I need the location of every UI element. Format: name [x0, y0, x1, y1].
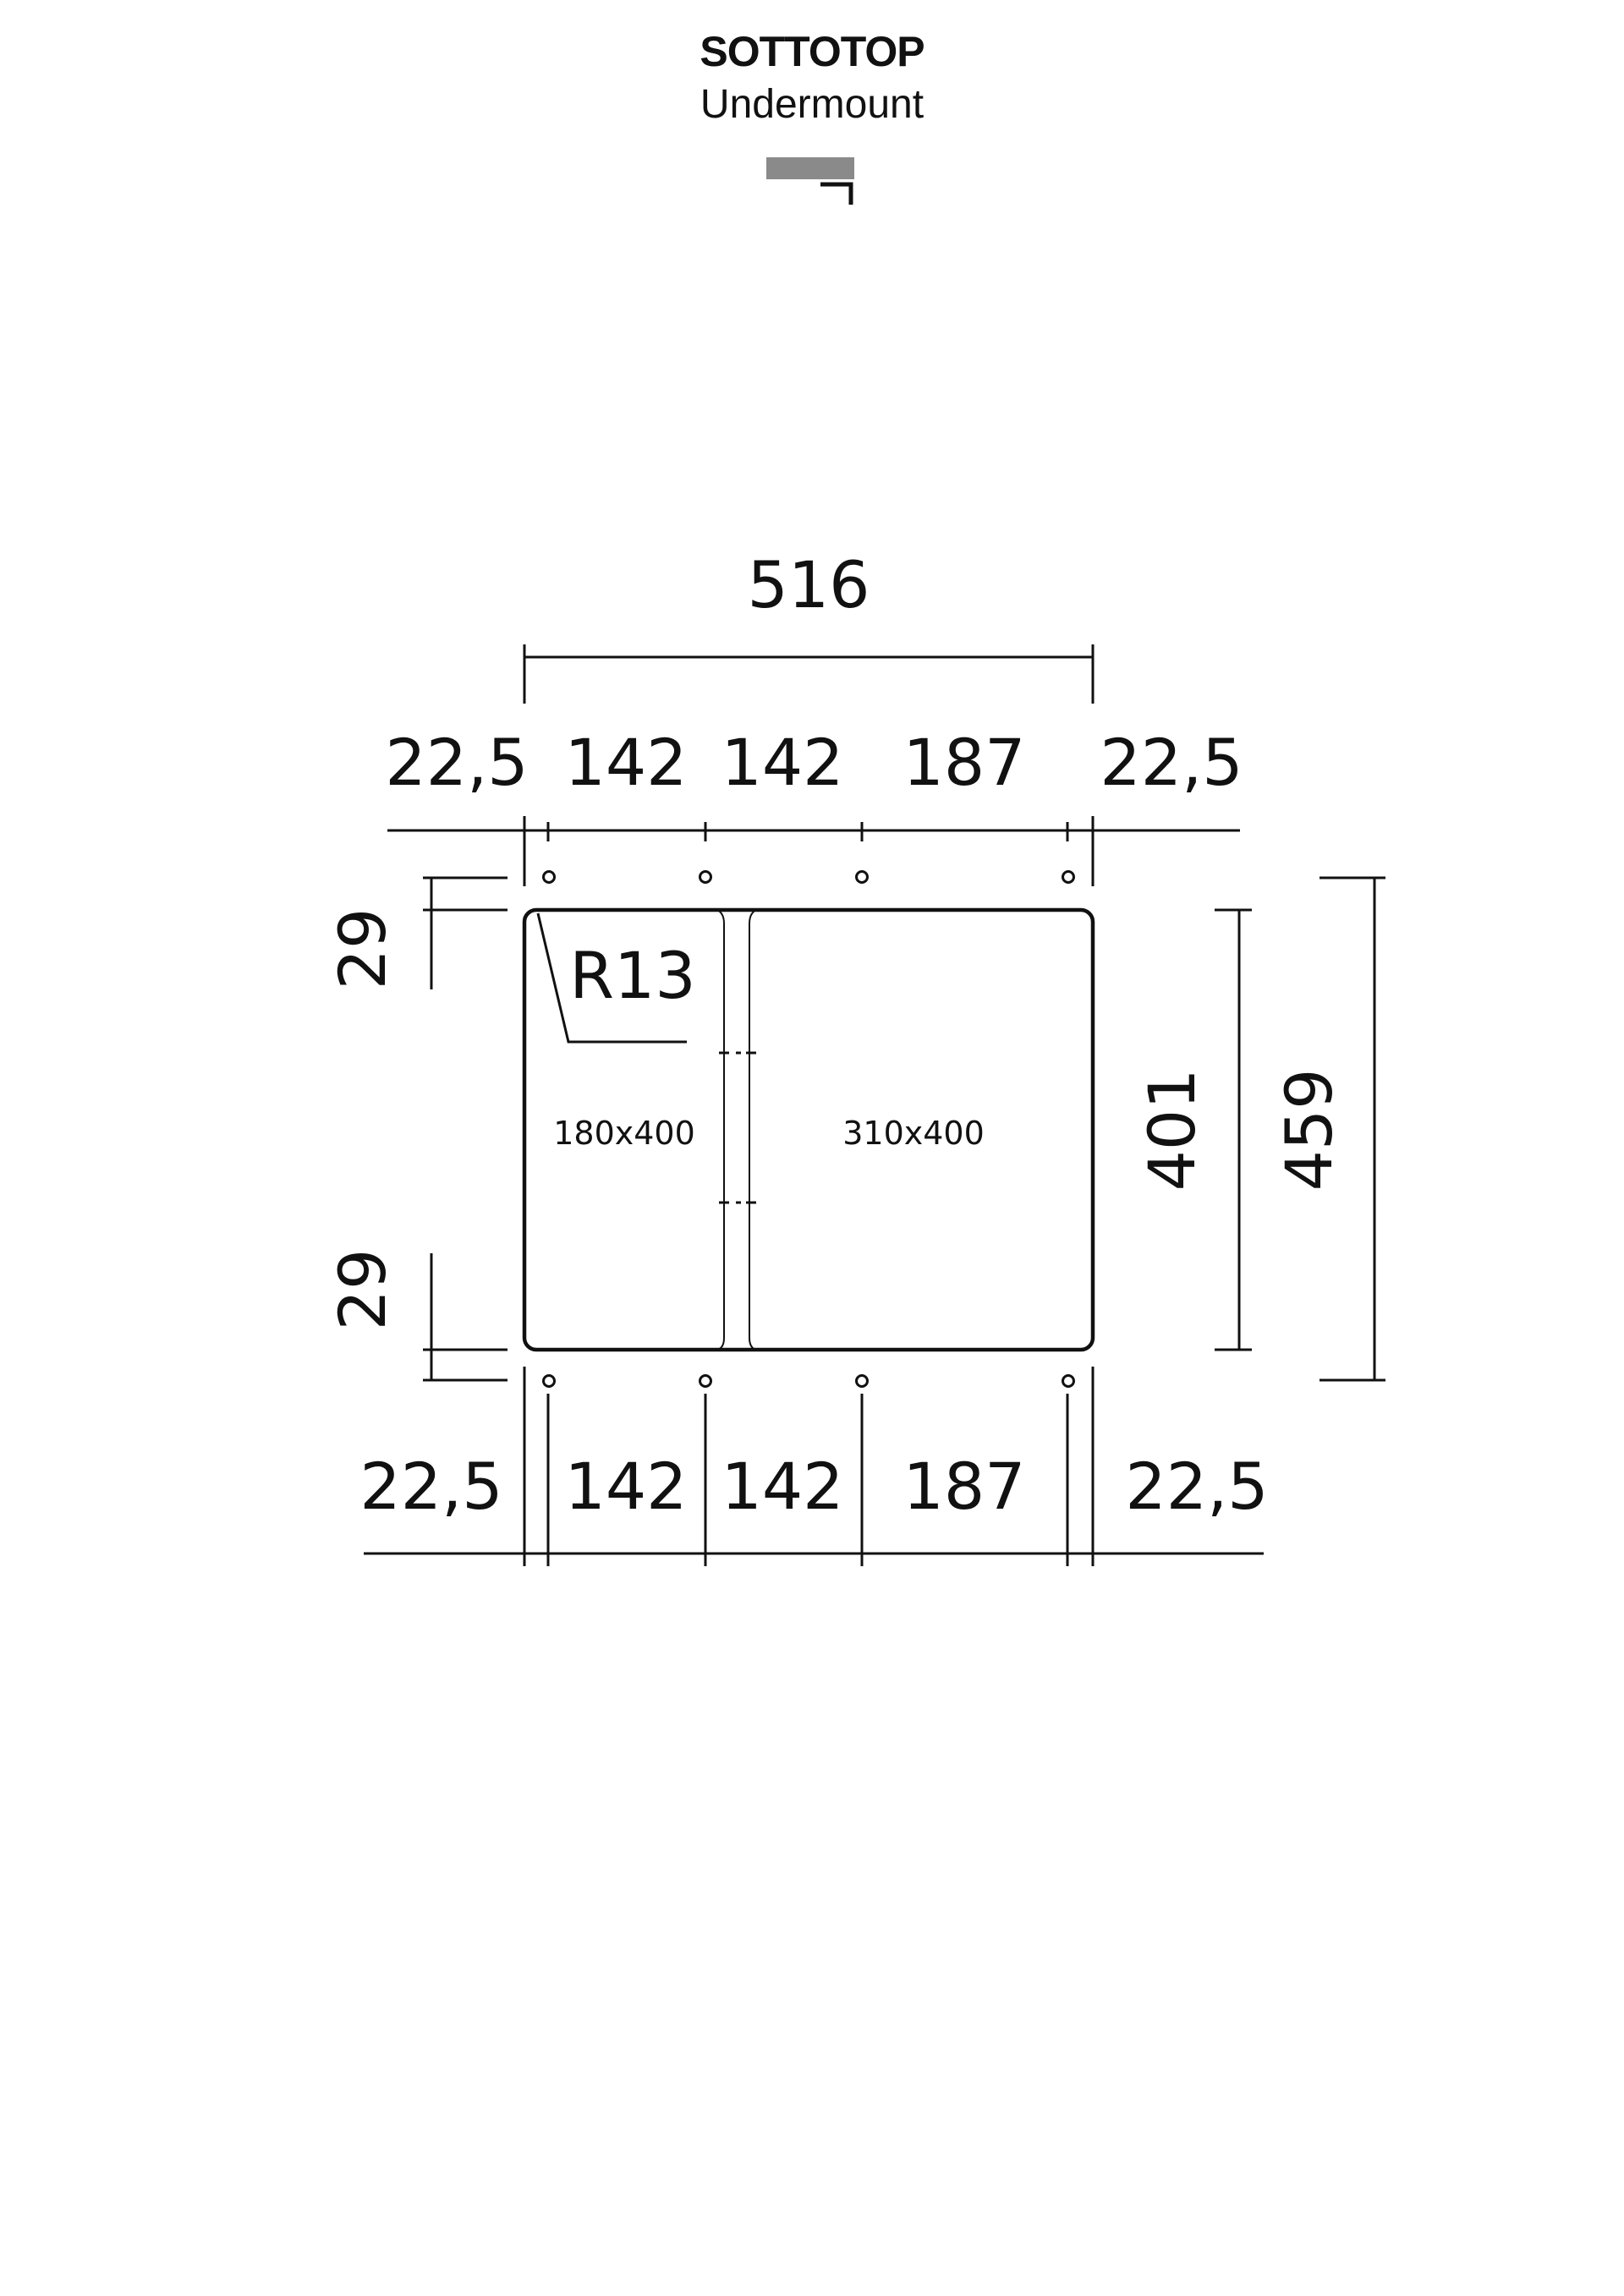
overall-width-label: 516 [747, 547, 870, 622]
top-segment-label-4: 187 [903, 725, 1025, 800]
left-bottom-offset-label: 29 [325, 1249, 400, 1331]
left-top-offset-label: 29 [325, 908, 400, 990]
inner-height-label: 401 [1134, 1068, 1210, 1191]
page-title: SOTTOTOP [700, 28, 924, 75]
bowl-large-size: 310x400 [842, 1115, 985, 1152]
bottom-segment-label-4: 187 [903, 1449, 1025, 1524]
bottom-segment-label-3: 142 [721, 1449, 843, 1524]
overall-height-label: 459 [1271, 1068, 1347, 1191]
page-subtitle: Undermount [700, 82, 924, 127]
bowl-small-size: 180x400 [553, 1115, 695, 1152]
top-segment-label-5: 22,5 [1100, 725, 1243, 800]
bottom-segment-label-1: 22,5 [359, 1449, 502, 1524]
top-segment-label-2: 142 [564, 725, 687, 800]
radius-label: R13 [569, 938, 696, 1013]
header: SOTTOTOP Undermount [0, 0, 1624, 220]
bottom-segment-label-2: 142 [564, 1449, 687, 1524]
top-segment-label-1: 22,5 [385, 725, 528, 800]
undermount-profile-icon [766, 157, 854, 205]
bottom-segment-label-5: 22,5 [1125, 1449, 1268, 1524]
top-segment-label-3: 142 [721, 725, 843, 800]
